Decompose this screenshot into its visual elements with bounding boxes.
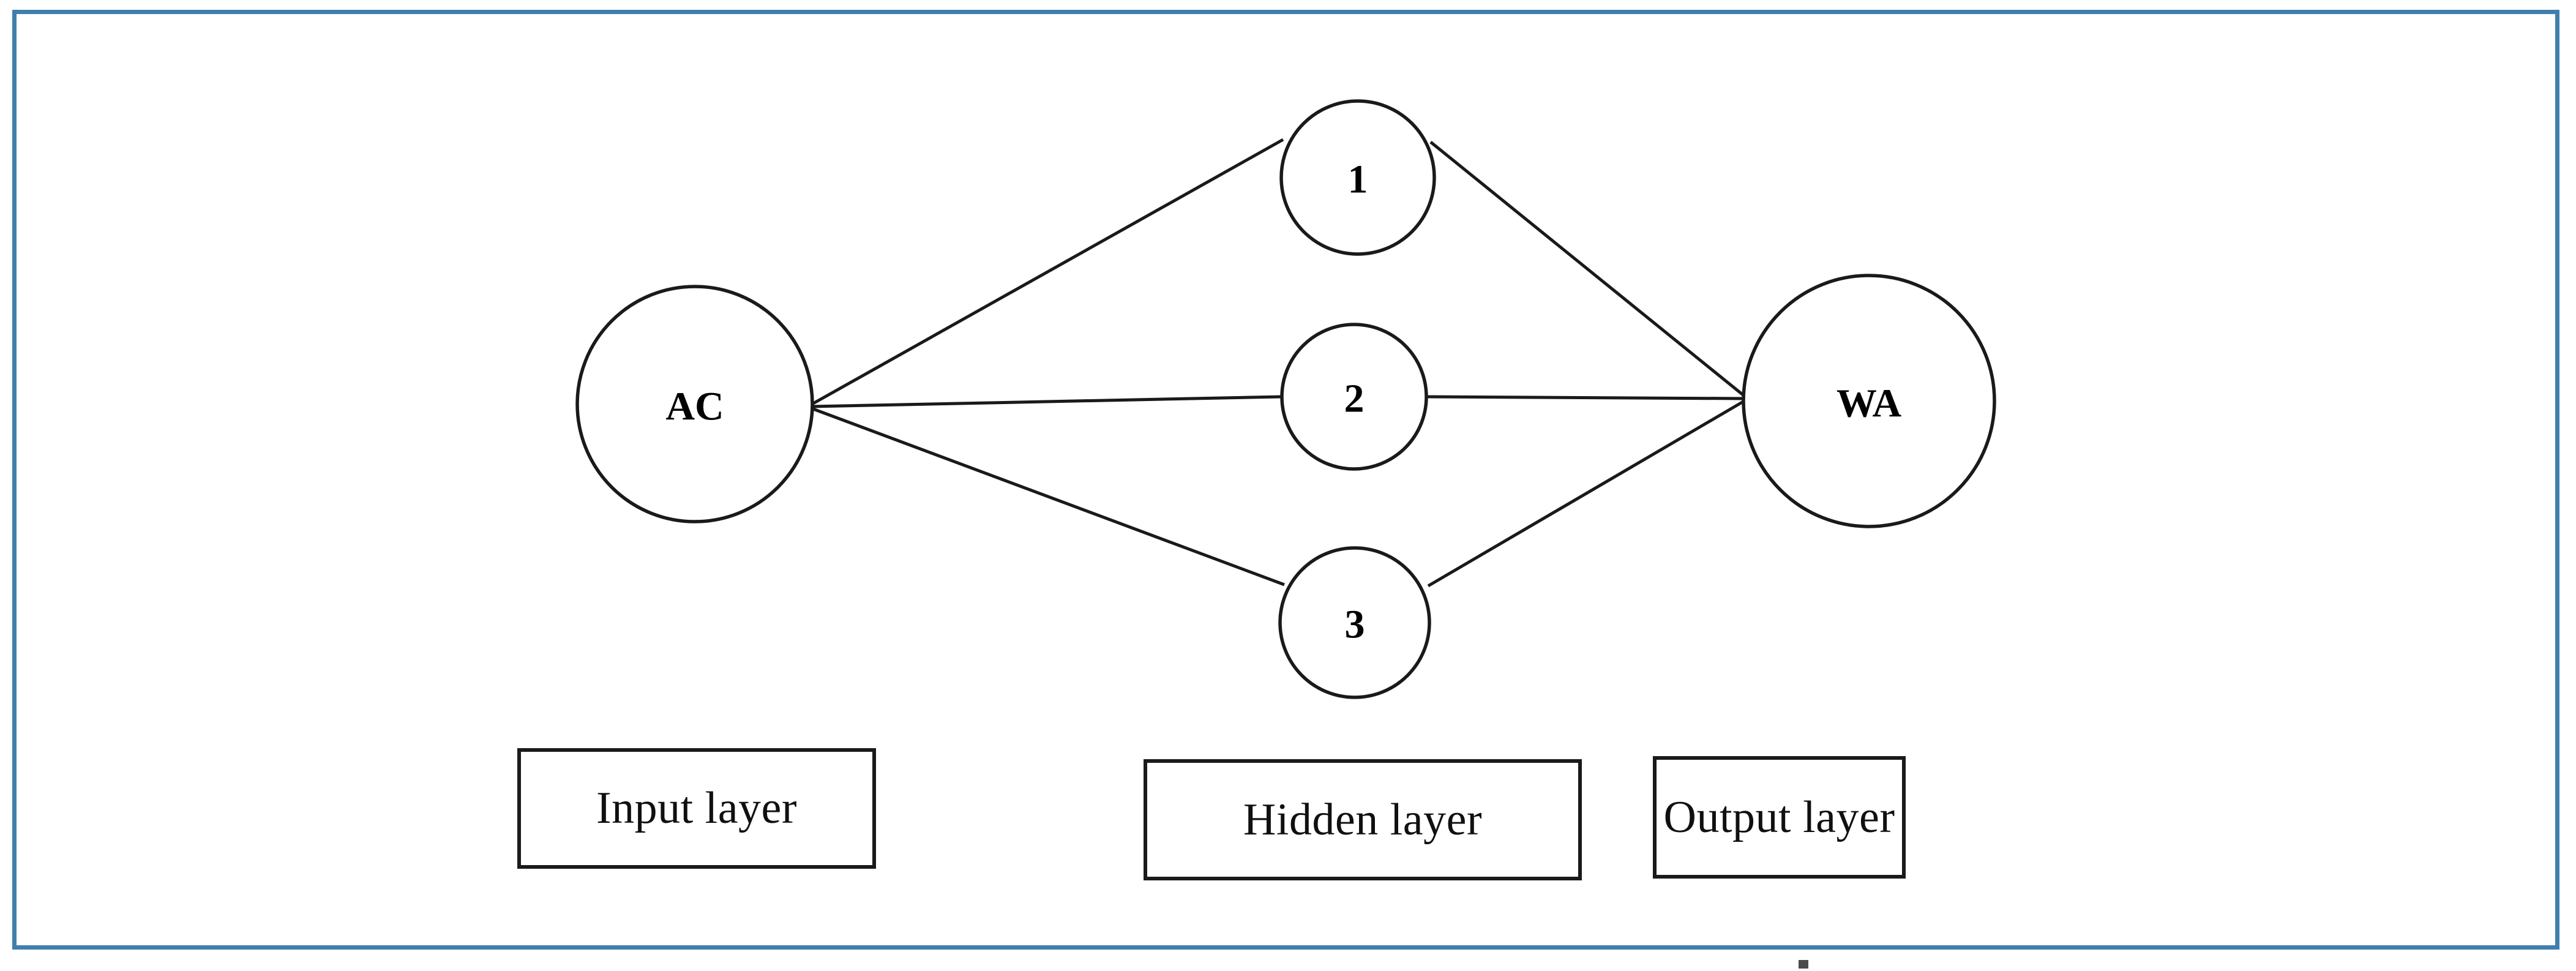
output-layer-caption-box: Output layer <box>1653 756 1906 879</box>
input-layer-caption-box: Input layer <box>517 748 876 869</box>
edge-ac-to-h1 <box>809 138 1284 407</box>
hidden-layer-caption-box: Hidden layer <box>1144 759 1582 880</box>
edge-ac-to-h3 <box>809 406 1285 587</box>
node-ac-circle[interactable] <box>575 285 814 523</box>
node-hidden-3-circle[interactable] <box>1278 546 1431 699</box>
input-layer-caption-label: Input layer <box>596 783 798 833</box>
node-hidden-3-label: 3 <box>1345 602 1365 647</box>
node-ac-label: AC <box>665 384 724 429</box>
node-hidden-2-circle[interactable] <box>1280 323 1428 471</box>
node-wa[interactable]: WA <box>1742 274 1996 528</box>
edge-h1-to-wa <box>1429 141 1747 398</box>
node-hidden-1-circle[interactable] <box>1279 99 1436 256</box>
page-edge-artifact-mark <box>1799 960 1808 969</box>
edge-ac-to-h2 <box>811 395 1282 408</box>
node-ac[interactable]: AC <box>575 285 814 523</box>
edge-h3-to-wa <box>1427 399 1747 588</box>
hidden-layer-caption-label: Hidden layer <box>1243 794 1483 845</box>
node-hidden-3[interactable]: 3 <box>1278 546 1431 699</box>
node-hidden-1-label: 1 <box>1348 157 1368 202</box>
node-hidden-1[interactable]: 1 <box>1279 99 1436 256</box>
edge-h2-to-wa <box>1426 395 1745 400</box>
node-wa-circle[interactable] <box>1742 274 1996 528</box>
node-hidden-2-label: 2 <box>1344 377 1365 421</box>
node-hidden-2[interactable]: 2 <box>1280 323 1428 471</box>
node-wa-label: WA <box>1837 381 1902 426</box>
output-layer-caption-label: Output layer <box>1663 792 1895 842</box>
